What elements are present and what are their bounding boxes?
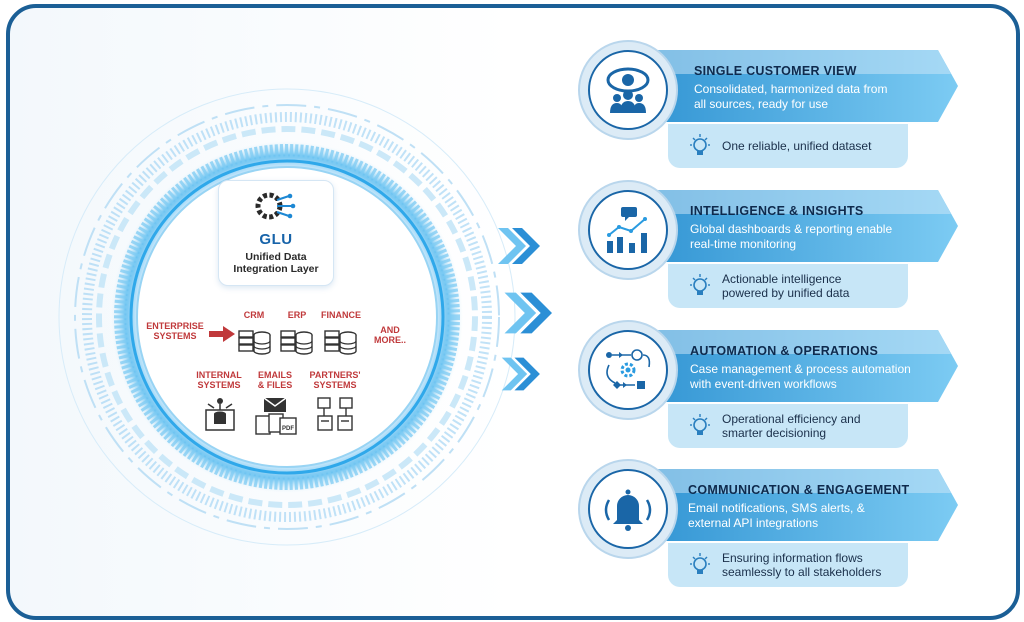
chevron-right-icon xyxy=(498,228,540,264)
glu-logo-icon xyxy=(255,192,296,220)
finance-database-icon xyxy=(324,330,357,355)
panel-title: INTELLIGENCE & INSIGHTS xyxy=(690,204,864,218)
glu-brand-title: GLU xyxy=(259,231,293,248)
lightbulb-icon xyxy=(690,134,710,155)
erp-database-icon xyxy=(280,330,313,355)
tip-box: One reliable, unified dataset xyxy=(668,124,908,168)
lightbulb-icon xyxy=(690,553,710,574)
tip-text: One reliable, unified dataset xyxy=(722,139,872,153)
panel-title: SINGLE CUSTOMER VIEW xyxy=(694,64,857,78)
internal-systems-icon xyxy=(205,398,235,431)
panel-title: COMMUNICATION & ENGAGEMENT xyxy=(688,483,910,497)
panel-banner xyxy=(608,330,958,402)
panel-icon-disk xyxy=(578,459,678,559)
panel-banner xyxy=(608,190,958,262)
lightbulb-icon xyxy=(690,274,710,295)
pdf-badge: PDF xyxy=(282,426,294,432)
eye-and-people-icon xyxy=(606,67,650,113)
email-files-icon: PDF xyxy=(255,397,297,435)
crm-label: CRM xyxy=(243,310,265,320)
bar-chart-icon xyxy=(607,207,647,253)
bell-icon xyxy=(604,489,652,531)
panel-description: Email notifications, SMS alerts, &extern… xyxy=(688,501,865,530)
partners-systems-label: PARTNERS'SYSTEMS xyxy=(309,370,361,390)
panel-banner xyxy=(608,469,958,541)
arrow-right-icon xyxy=(209,326,235,342)
partners-systems-icon xyxy=(317,397,353,431)
panel-icon-disk xyxy=(578,180,678,280)
panel-single-customer-view: One reliable, unified dataset SINGLE CUS… xyxy=(578,40,958,200)
chevron-right-icon xyxy=(501,357,540,391)
emails-files-label: EMAILS& FILES xyxy=(257,370,293,390)
panel-icon-disk xyxy=(578,40,678,140)
crm-database-icon xyxy=(238,330,271,355)
panel-banner xyxy=(608,50,958,122)
finance-label: FINANCE xyxy=(321,310,361,320)
chevron-right-icon xyxy=(504,292,552,334)
lightbulb-icon xyxy=(690,414,710,435)
glu-card: GLU Unified Data Integration Layer xyxy=(218,180,334,286)
workflow-gear-icon xyxy=(606,349,651,389)
glu-subtitle: Unified Data Integration Layer xyxy=(233,251,319,275)
erp-label: ERP xyxy=(287,310,307,320)
panel-title: AUTOMATION & OPERATIONS xyxy=(690,344,879,358)
panel-icon-disk xyxy=(578,320,678,420)
